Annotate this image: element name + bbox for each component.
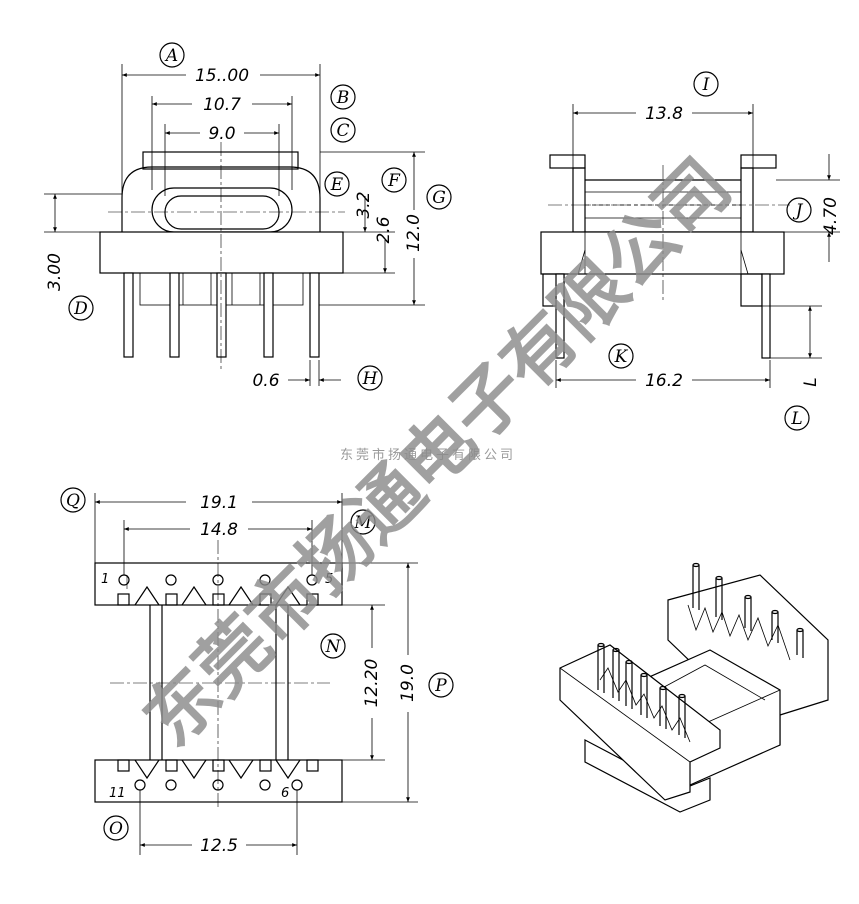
dim-b-value: 10.7 [203,95,241,115]
svg-text:K: K [614,347,629,367]
dim-f-value: 2.6 [374,216,394,243]
dim-m-value: 14.8 [200,520,238,540]
callout-p: P [428,672,454,698]
svg-text:N: N [325,637,342,657]
dim-d-value: 3.00 [45,253,65,291]
svg-text:H: H [362,369,379,389]
pin-11-label: 11 [109,786,126,801]
callout-c: C [330,117,356,143]
small-watermark: 东莞市扬通电子有限公司 [340,447,516,463]
dim-a-value: 15..00 [195,66,249,86]
dim-h-value: 0.6 [252,371,279,391]
callout-l: L [784,405,810,431]
callout-q: Q [60,487,86,513]
svg-text:P: P [434,676,447,696]
front-view: 15..00 10.7 9.0 3.00 3.2 2.6 12.0 [44,64,425,391]
dim-q-value: 19.1 [200,493,238,513]
svg-text:F: F [387,171,401,191]
callout-i: I [693,71,719,97]
dim-i-value: 13.8 [645,104,683,124]
svg-text:B: B [336,88,350,108]
svg-text:D: D [73,299,88,319]
callout-a: A [159,42,185,68]
callout-n: N [320,633,346,659]
bottom-view: 1 5 11 6 19.1 14.8 12.20 19.0 12.5 [94,493,418,856]
pin-6-label: 6 [281,786,289,801]
svg-text:L: L [790,409,802,429]
isometric-view [559,562,829,813]
svg-text:M: M [353,513,372,533]
pin-1-label: 1 [101,572,109,587]
pin-5-label: 5 [325,572,333,587]
svg-text:C: C [336,121,349,141]
callout-g: G [426,184,452,210]
dim-o-value: 12.5 [200,836,238,856]
svg-text:J: J [793,201,804,221]
svg-text:Q: Q [66,491,80,511]
callout-e: E [324,171,350,197]
svg-text:I: I [702,75,710,95]
svg-text:O: O [109,819,123,839]
dim-g-value: 12.0 [404,214,424,252]
dim-c-value: 9.0 [208,124,235,144]
dim-n-value: 12.20 [362,659,382,708]
dim-j-value: 4.70 [821,197,841,235]
dim-l-value: L [801,377,821,386]
svg-text:E: E [330,175,344,195]
side-view: 13.8 4.70 16.2 L [540,104,841,391]
callout-f: F [381,167,407,193]
callout-d: D [68,295,94,321]
dim-p-value: 19.0 [398,664,418,702]
svg-text:A: A [164,46,178,66]
callout-h: H [357,365,383,391]
callout-m: M [350,509,376,535]
callout-group: A B C D E F G H I J K L M N O P Q [60,42,812,841]
dim-e-value: 3.2 [354,191,374,218]
callout-j: J [786,197,812,223]
callout-k: K [608,343,634,369]
dim-k-value: 16.2 [645,371,683,391]
callout-b: B [330,84,356,110]
svg-text:G: G [432,188,446,208]
callout-o: O [103,815,129,841]
